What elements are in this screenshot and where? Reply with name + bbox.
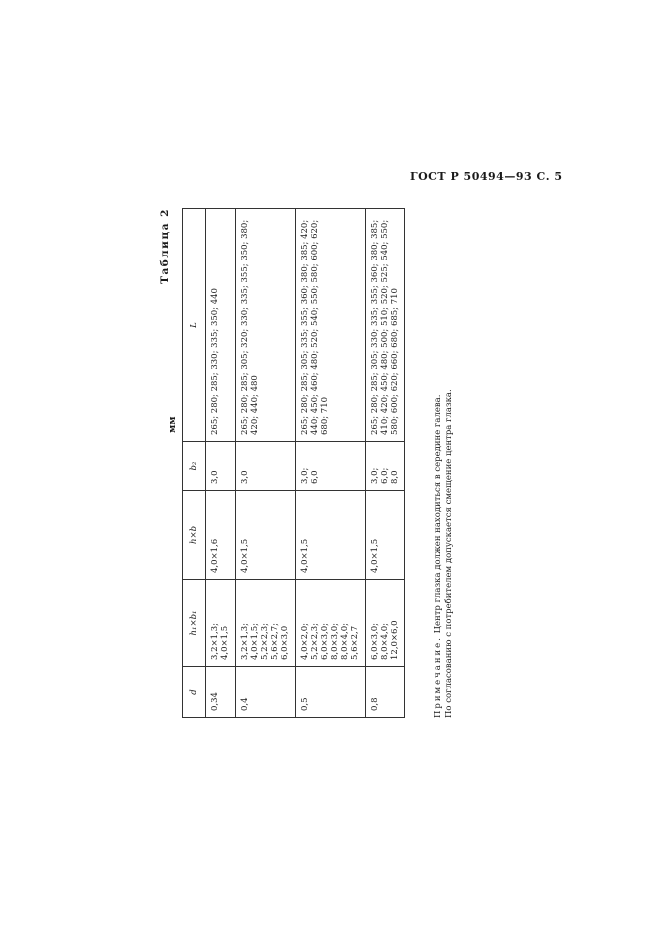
cell-d: 0,8: [365, 666, 405, 718]
cell-b2: 3,0: [235, 441, 295, 491]
col-header-hb: h×b: [182, 490, 206, 580]
cell-h1b1: 3,2×1,3; 4,0×1,5: [205, 579, 236, 667]
cell-l: 265; 280; 285; 305; 335; 355; 360; 380; …: [295, 208, 366, 442]
cell-h1b1: 3,2×1,3; 4,0×1,5; 5,2×2,3; 5,6×2,7; 6,0×…: [235, 579, 295, 667]
table-row: 0,5 4,0×2,0; 5,2×2,3; 6,0×3,0; 8,0×3,0; …: [295, 208, 366, 718]
table-caption: Таблица 2: [159, 208, 171, 284]
cell-h1b1: 4,0×2,0; 5,2×2,3; 6,0×3,0; 8,0×3,0; 8,0×…: [295, 579, 366, 667]
table-row: 0,34 3,2×1,3; 4,0×1,5 4,0×1,6 3,0 265; 2…: [205, 208, 236, 718]
cell-b2: 3,0: [205, 441, 236, 491]
cell-hb: 4,0×1,5: [365, 490, 405, 580]
cell-b2: 3,0; 6,0: [295, 441, 366, 491]
cell-l: 265; 280; 285; 330; 335; 350; 440: [205, 208, 236, 442]
note-line-2: По согласованию с потребителем допускает…: [444, 389, 455, 718]
note-line-1: Примечание. Центр глазка должен находить…: [433, 389, 444, 718]
cell-b2: 3,0; 6,0; 8,0: [365, 441, 405, 491]
note-text-1: Центр глазка должен находиться в середин…: [433, 394, 443, 634]
col-header-h1b1: h₁×b₁: [182, 579, 206, 667]
data-table: d h₁×b₁ h×b b₂ L 0,34 3,2×1,3; 4,0×1,5 4…: [182, 208, 405, 718]
cell-l: 265; 280; 285; 305; 330; 335; 355; 360; …: [365, 208, 405, 442]
cell-d: 0,4: [235, 666, 295, 718]
rotated-table-block: Таблица 2 мм d h₁×b₁ h×b b₂ L 0,34 3,2×1…: [159, 208, 457, 718]
cell-l: 265; 280; 285; 305; 320; 330; 335; 355; …: [235, 208, 295, 442]
table-note: Примечание. Центр глазка должен находить…: [433, 389, 456, 718]
page-header: ГОСТ Р 50494—93 С. 5: [410, 170, 563, 183]
col-header-d: d: [182, 666, 206, 718]
cell-d: 0,34: [205, 666, 236, 718]
table-header-row: d h₁×b₁ h×b b₂ L: [182, 208, 206, 718]
note-lead: Примечание.: [433, 636, 443, 718]
table-row: 0,8 6,0×3,0; 8,0×4,0; 12,0×6,0 4,0×1,5 3…: [365, 208, 405, 718]
col-header-b2: b₂: [182, 441, 206, 491]
units-label: мм: [167, 416, 178, 433]
table-row: 0,4 3,2×1,3; 4,0×1,5; 5,2×2,3; 5,6×2,7; …: [235, 208, 295, 718]
cell-hb: 4,0×1,5: [295, 490, 366, 580]
cell-h1b1: 6,0×3,0; 8,0×4,0; 12,0×6,0: [365, 579, 405, 667]
cell-hb: 4,0×1,5: [235, 490, 295, 580]
cell-hb: 4,0×1,6: [205, 490, 236, 580]
col-header-l: L: [182, 208, 206, 442]
cell-d: 0,5: [295, 666, 366, 718]
